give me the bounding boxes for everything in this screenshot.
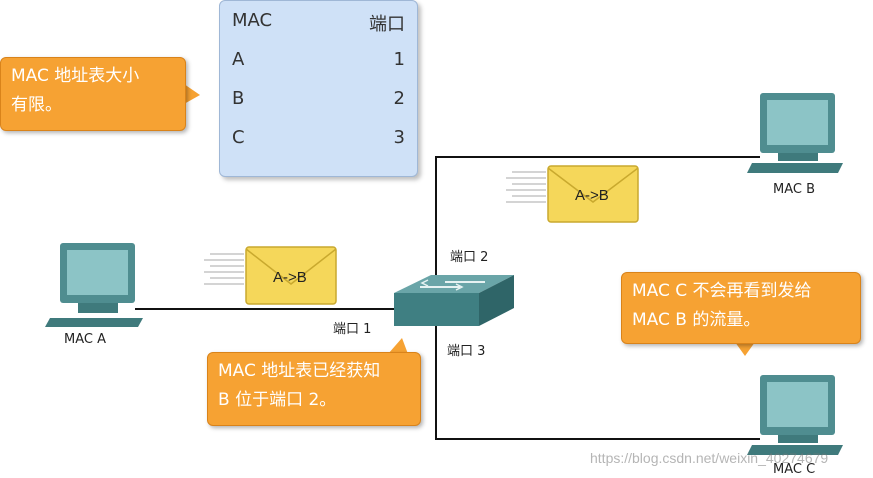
host-label-c: MAC C bbox=[773, 462, 816, 477]
table-row: A 1 bbox=[232, 49, 405, 79]
envelope-right-icon bbox=[547, 165, 639, 223]
computer-b-icon[interactable] bbox=[747, 93, 843, 173]
callout-pointer-table-size bbox=[184, 84, 200, 104]
callout-table-size: MAC 地址表大小 有限。 bbox=[0, 57, 186, 131]
wire-switch-to-b bbox=[435, 156, 760, 290]
envelope-right-label: A->B bbox=[575, 187, 609, 204]
mac-table-header: MAC 端口 bbox=[232, 10, 405, 40]
mac-cell: C bbox=[232, 127, 245, 148]
computer-c-icon[interactable] bbox=[747, 375, 843, 455]
callout-pointer-port-learned bbox=[388, 338, 408, 354]
port-cell: 3 bbox=[393, 127, 405, 148]
port-cell: 2 bbox=[393, 88, 405, 109]
mac-column-header: MAC bbox=[232, 10, 273, 31]
callout-pointer-no-traffic bbox=[735, 342, 755, 356]
callout-line: 有限。 bbox=[11, 95, 62, 115]
mac-cell: A bbox=[232, 49, 245, 70]
callout-line: MAC C 不会再看到发给 bbox=[632, 281, 812, 301]
port-cell: 1 bbox=[393, 49, 405, 70]
mac-address-table: MAC 端口 A 1 B 2 C 3 bbox=[219, 0, 418, 177]
envelope-left-label: A->B bbox=[273, 269, 307, 286]
port-label-2: 端口 2 bbox=[450, 250, 489, 265]
port-label-3: 端口 3 bbox=[447, 344, 486, 359]
switch-icon[interactable] bbox=[394, 275, 514, 326]
computer-a-icon[interactable] bbox=[45, 243, 143, 327]
motion-lines-right bbox=[506, 171, 546, 203]
port-column-header: 端口 bbox=[369, 14, 405, 35]
callout-port-learned: MAC 地址表已经获知 B 位于端口 2。 bbox=[207, 352, 421, 426]
wire-switch-to-c bbox=[435, 325, 760, 440]
table-row: C 3 bbox=[232, 127, 405, 157]
envelope-left-icon bbox=[245, 246, 337, 305]
table-row: B 2 bbox=[232, 88, 405, 118]
port-label-1: 端口 1 bbox=[333, 322, 372, 337]
callout-line: B 位于端口 2。 bbox=[218, 390, 337, 410]
callout-no-traffic: MAC C 不会再看到发给 MAC B 的流量。 bbox=[621, 272, 861, 344]
callout-line: MAC B 的流量。 bbox=[632, 310, 761, 330]
motion-lines-left bbox=[204, 253, 244, 285]
watermark: https://blog.csdn.net/weixin_40274679 bbox=[590, 450, 829, 466]
callout-line: MAC 地址表已经获知 bbox=[218, 361, 381, 381]
callout-line: MAC 地址表大小 bbox=[11, 66, 140, 86]
host-label-b: MAC B bbox=[773, 182, 816, 197]
host-label-a: MAC A bbox=[64, 332, 106, 347]
mac-cell: B bbox=[232, 88, 245, 109]
